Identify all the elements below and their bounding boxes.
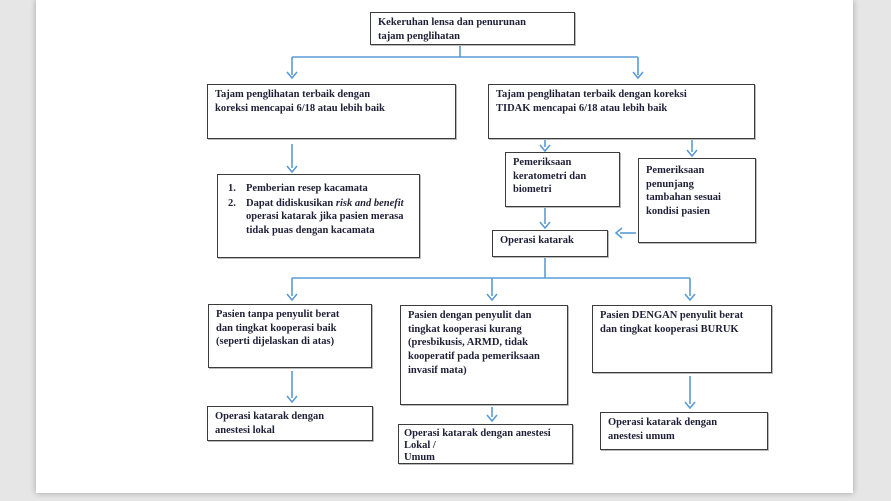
va-good-text: Tajam penglihatan terbaik dengan koreksi… — [215, 89, 385, 114]
flowchart-box-outcome-general: Operasi katarak dengan anestesi umum — [600, 412, 768, 450]
start-text: Kekeruhan lensa dan penurunan tajam peng… — [378, 17, 526, 42]
flowchart-box-keratometry: Pemeriksaan keratometri dan biometri — [505, 152, 620, 207]
outcome-general-text: Operasi katarak dengan anestesi umum — [608, 417, 718, 442]
flowchart-box-patient-uncomplicated: Pasien tanpa penyulit berat dan tingkat … — [208, 304, 372, 368]
flowchart-box-start: Kekeruhan lensa dan penurunan tajam peng… — [370, 12, 575, 45]
glasses-plan-item-1-text: Pemberian resep kacamata — [246, 183, 368, 194]
flowchart-box-outcome-local-or-general: Operasi katarak dengan anestesi Lokal / … — [398, 424, 573, 464]
patient-severe-text: Pasien DENGAN penyulit berat dan tingkat… — [600, 310, 744, 335]
flowchart-box-outcome-local: Operasi katarak dengan anestesi lokal — [207, 406, 373, 441]
flowchart-box-glasses-plan: 1. Pemberian resep kacamata 2. Dapat did… — [217, 174, 420, 258]
flowchart-box-va-poor: Tajam penglihatan terbaik dengan koreksi… — [488, 84, 755, 139]
item-2-italic-phrase: risk and benefit — [335, 197, 404, 209]
flowchart-box-va-good: Tajam penglihatan terbaik dengan koreksi… — [207, 84, 456, 139]
outcome-local-or-general-text: Operasi katarak dengan anestesi Lokal / … — [404, 428, 551, 464]
item-2-text-after: operasi katarak jika pasien merasa tidak… — [246, 211, 404, 236]
surgery-text: Operasi katarak — [500, 235, 574, 246]
flowchart-box-patient-moderate: Pasien dengan penyulit dan tingkat koope… — [400, 305, 568, 405]
keratometry-text: Pemeriksaan keratometri dan biometri — [513, 157, 587, 196]
glasses-plan-item-2-text: Dapat didiskusikan risk and benefit oper… — [246, 197, 411, 238]
patient-moderate-text: Pasien dengan penyulit dan tingkat koope… — [408, 310, 540, 376]
glasses-plan-item-1: 1. Pemberian resep kacamata — [226, 182, 411, 196]
patient-uncomplicated-text: Pasien tanpa penyulit berat dan tingkat … — [216, 309, 340, 348]
flowchart-box-additional-workup: Pemeriksaan penunjang tambahan sesuai ko… — [638, 158, 756, 243]
list-marker-1: 1. — [228, 183, 236, 194]
list-marker-2: 2. — [228, 197, 236, 209]
document-page — [36, 0, 853, 493]
item-2-text-before: Dapat didiskusikan — [246, 197, 336, 209]
additional-workup-text: Pemeriksaan penunjang tambahan sesuai ko… — [646, 165, 721, 217]
flowchart-box-surgery: Operasi katarak — [492, 230, 608, 257]
outcome-local-text: Operasi katarak dengan anestesi lokal — [215, 411, 325, 436]
glasses-plan-item-2: 2. Dapat didiskusikan risk and benefit o… — [226, 197, 411, 238]
va-poor-text: Tajam penglihatan terbaik dengan koreksi… — [496, 89, 687, 114]
flowchart-box-patient-severe: Pasien DENGAN penyulit berat dan tingkat… — [592, 305, 772, 373]
